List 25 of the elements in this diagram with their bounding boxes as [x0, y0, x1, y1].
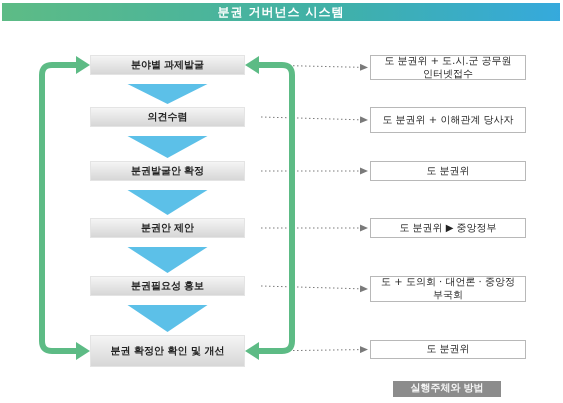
- actor-box: 도 분권위 ▶ 중앙정부: [370, 218, 526, 238]
- dotted-arrow: [260, 224, 368, 232]
- chevron-arrow: [128, 305, 208, 332]
- title-banner: 분권 거버넌스 시스템: [2, 3, 560, 21]
- dotted-arrow: [260, 116, 368, 124]
- process-box: 분권안 제안: [90, 218, 245, 238]
- process-box: 의견수렴: [90, 107, 245, 127]
- dotted-arrow: [260, 285, 368, 292]
- legend-tag: 실행주체와 방법: [393, 381, 501, 397]
- chevron-arrow: [128, 136, 208, 158]
- actor-box: 도 분권위 + 이해관계 당사자: [370, 107, 526, 133]
- actor-box: 도 + 도의회 · 대언론 · 중앙정부국회: [370, 276, 526, 302]
- feedback-arrow: [245, 56, 295, 360]
- chevron-arrow: [128, 84, 208, 104]
- actor-box: 도 분권위 + 도.시.군 공무원 인터넷접수: [370, 55, 526, 80]
- chevron-arrow: [128, 247, 208, 273]
- actor-box: 도 분권위: [370, 161, 526, 181]
- dotted-arrow: [260, 168, 368, 174]
- feedback-arrow: [39, 56, 90, 360]
- chevron-arrow: [128, 190, 208, 215]
- actor-box: 도 분권위: [370, 340, 526, 359]
- process-box: 분야별 과제발굴: [90, 55, 245, 75]
- process-box: 분권필요성 홍보: [90, 276, 245, 296]
- process-box: 분권발굴안 확정: [90, 161, 245, 181]
- process-box: 분권 확정안 확인 및 개선: [90, 335, 245, 367]
